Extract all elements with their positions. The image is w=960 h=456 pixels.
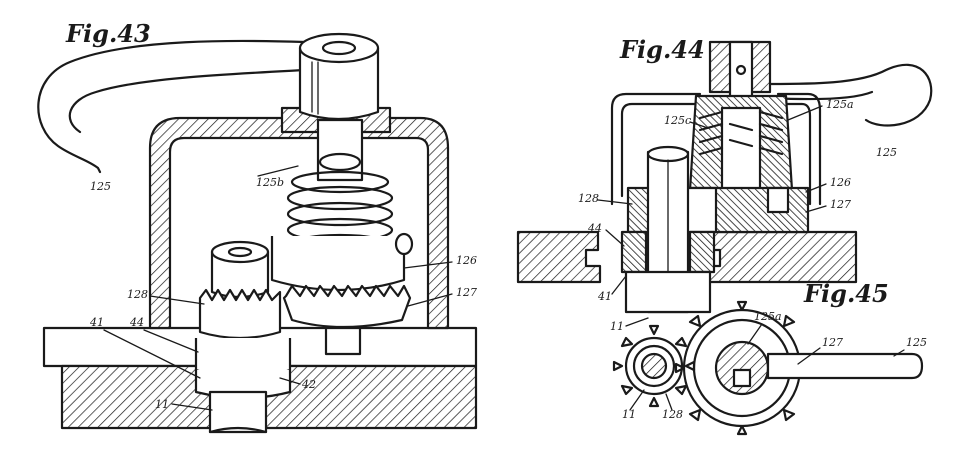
fig44-label-125a: 125a [826, 98, 854, 111]
fig43-label-pinion: 128 [127, 288, 148, 301]
fig44-label-128: 128 [578, 192, 599, 205]
fig44-label-44: 44 [587, 222, 602, 235]
fig43-lever-125 [37, 39, 307, 174]
fig43-gear-127 [282, 284, 412, 329]
fig44-label-125c: 125c [664, 114, 691, 127]
fig43-frame-bridge [148, 116, 450, 330]
fig44-title: Fig.44 [619, 35, 705, 64]
fig43-hub-top [298, 32, 380, 64]
fig44-base-right [702, 230, 858, 284]
fig44-shaft-11 [624, 270, 712, 314]
fig43-label-cam-42: 42 [301, 378, 316, 391]
fig43-label-spindle: 125b [256, 176, 284, 189]
fig43-lever-125-inner [68, 68, 307, 134]
fig45-drawing [612, 300, 924, 436]
fig44-drawing [516, 40, 933, 314]
fig45-label-127: 127 [822, 336, 843, 349]
fig43-pinion-teeth [198, 288, 282, 340]
fig45-label-11: 11 [622, 408, 636, 421]
fig44-labels: Fig.44 125a 125c 125 128 126 127 44 41 1… [578, 35, 897, 333]
fig43-title: Fig.43 [65, 19, 151, 48]
fig45-label-128: 128 [662, 408, 683, 421]
fig43-labels: Fig.43 125 125b 128 126 127 41 44 42 11 [65, 19, 477, 411]
fig44-label-125: 125 [876, 146, 897, 159]
fig44-label-126: 126 [830, 176, 851, 189]
fig44-frame-left [610, 92, 702, 206]
fig45-pinion-11 [612, 324, 696, 408]
fig43-label-collar-41: 41 [89, 316, 104, 329]
fig43-housing-126 [270, 236, 406, 292]
fig43-label-gear-127: 127 [456, 286, 477, 299]
fig44-base-left [516, 230, 602, 284]
fig45-title: Fig.45 [803, 279, 889, 308]
fig44-spring [698, 110, 784, 156]
fig45-labels: Fig.45 125a 127 125 11 128 [622, 279, 927, 421]
fig44-label-127: 127 [830, 198, 851, 211]
fig45-lever-125 [766, 352, 924, 380]
fig44-lever-125 [768, 63, 933, 127]
fig43-drawing [37, 32, 478, 434]
fig44-label-41: 41 [597, 290, 612, 303]
fig43-label-shaft-11: 11 [155, 398, 169, 411]
fig45-label-125: 125 [906, 336, 927, 349]
fig44-collar-44 [620, 230, 648, 274]
fig43-label-collar-44: 44 [129, 316, 144, 329]
fig44-label-11: 11 [610, 320, 624, 333]
fig45-label-125a: 125a [754, 310, 782, 323]
fig43-label-gear-126: 126 [456, 254, 477, 267]
fig43-shaft-11 [208, 390, 268, 434]
fig43-label-lever: 125 [90, 180, 111, 193]
fig43-hub [298, 46, 380, 121]
